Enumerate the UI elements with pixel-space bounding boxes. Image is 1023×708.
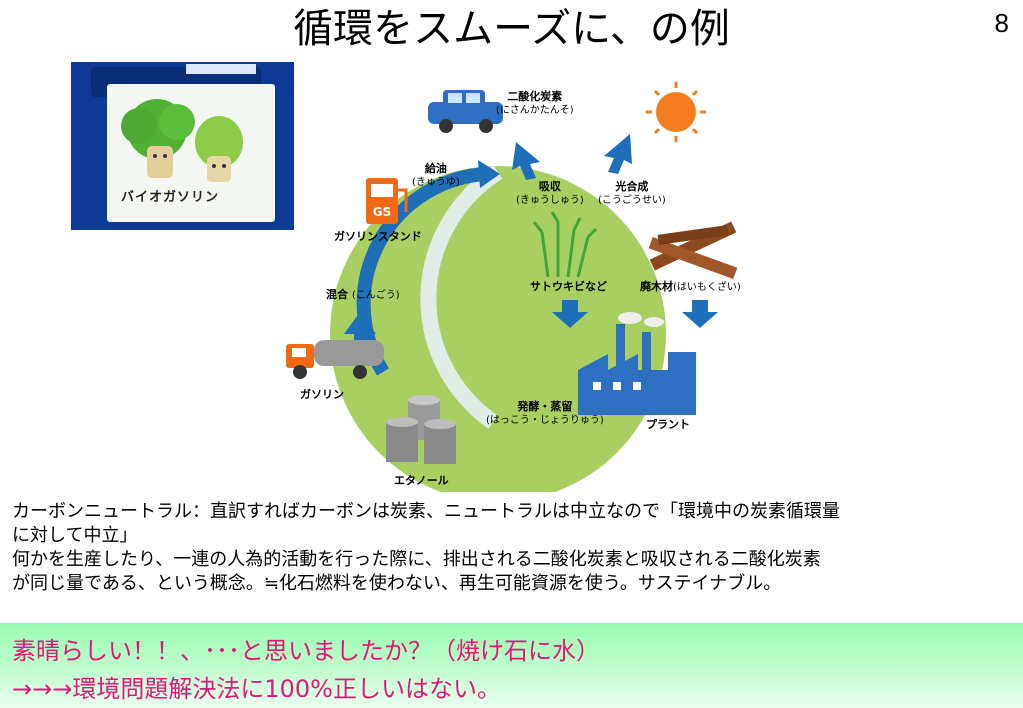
photo-label: バイオガソリン (121, 190, 220, 205)
absorb-arrow (512, 142, 540, 180)
carbon-cycle-diagram: GS (268, 82, 768, 492)
bio-gasoline-photo: バイオガソリン (71, 62, 294, 230)
banner-line-2: →→→環境問題解決法に100%正しいはない。 (12, 675, 501, 703)
ethanol-label: エタノール (394, 474, 449, 487)
plant-label: プラント (646, 418, 690, 431)
body-line-4: が同じ量である、という概念。≒化石燃料を使わない、再生可能資源を使う。サステイナ… (12, 573, 782, 594)
sugarcane-label: サトウキビなど (530, 280, 607, 293)
wood-down-arrow (682, 300, 718, 328)
gas-station-label: ガソリンスタンド (334, 230, 422, 243)
gasoline-label: ガソリン (300, 388, 344, 401)
banner-line-1: 素晴らしい！！、･･･と思いましたか？（焼け石に水） (12, 637, 600, 665)
factory-icon (578, 312, 696, 415)
photosynthesis-label: 光合成(こうごうせい) (598, 180, 666, 206)
car-icon (428, 90, 503, 133)
cycle-arrow-lower (420, 165, 503, 429)
body-text: カーボンニュートラル：直訳すればカーボンは炭素、ニュートラルは中立なので「環境中… (12, 500, 1012, 596)
page-number: 8 (994, 8, 1009, 38)
absorb-label: 吸収(きゅうしゅう) (516, 180, 584, 206)
co2-label: 二酸化炭素(にさんかたんそ) (496, 90, 574, 116)
mixing-label: 混合 (こんごう) (326, 288, 400, 301)
mascot-illustration (121, 99, 243, 182)
mixing-up-arrow (344, 312, 376, 348)
photosynthesis-arrow (604, 134, 632, 174)
gs-sign-text: GS (373, 205, 392, 219)
sugarcane-icon (532, 211, 598, 278)
waste-wood-label: 廃木材(はいもくざい) (640, 280, 741, 293)
slide-title: 循環をスムーズに、の例 (293, 6, 730, 52)
body-line-1: カーボンニュートラル：直訳すればカーボンは炭素、ニュートラルは中立なので「環境中… (12, 501, 840, 522)
cycle-arrowhead (478, 160, 500, 188)
sugarcane-down-arrow (552, 300, 588, 328)
gas-pump-icon (366, 178, 408, 224)
conclusion-banner: 素晴らしい！！、･･･と思いましたか？（焼け石に水） →→→環境問題解決法に10… (0, 623, 1023, 708)
refuel-label: 給油(きゅうゆ) (412, 162, 460, 188)
ethanol-barrels-icon (386, 395, 456, 464)
waste-wood-icon (648, 221, 738, 280)
tanker-truck-icon (286, 340, 384, 379)
cycle-arrow-upper (356, 167, 487, 376)
body-line-3: 何かを生産したり、一連の人為的活動を行った際に、排出される二酸化炭素と吸収される… (12, 549, 821, 570)
body-line-2: に対して中立」 (12, 525, 138, 546)
fermentation-label: 発酵・蒸留(はっこう・じょうりゅう) (486, 400, 604, 426)
sun-icon (646, 82, 706, 142)
